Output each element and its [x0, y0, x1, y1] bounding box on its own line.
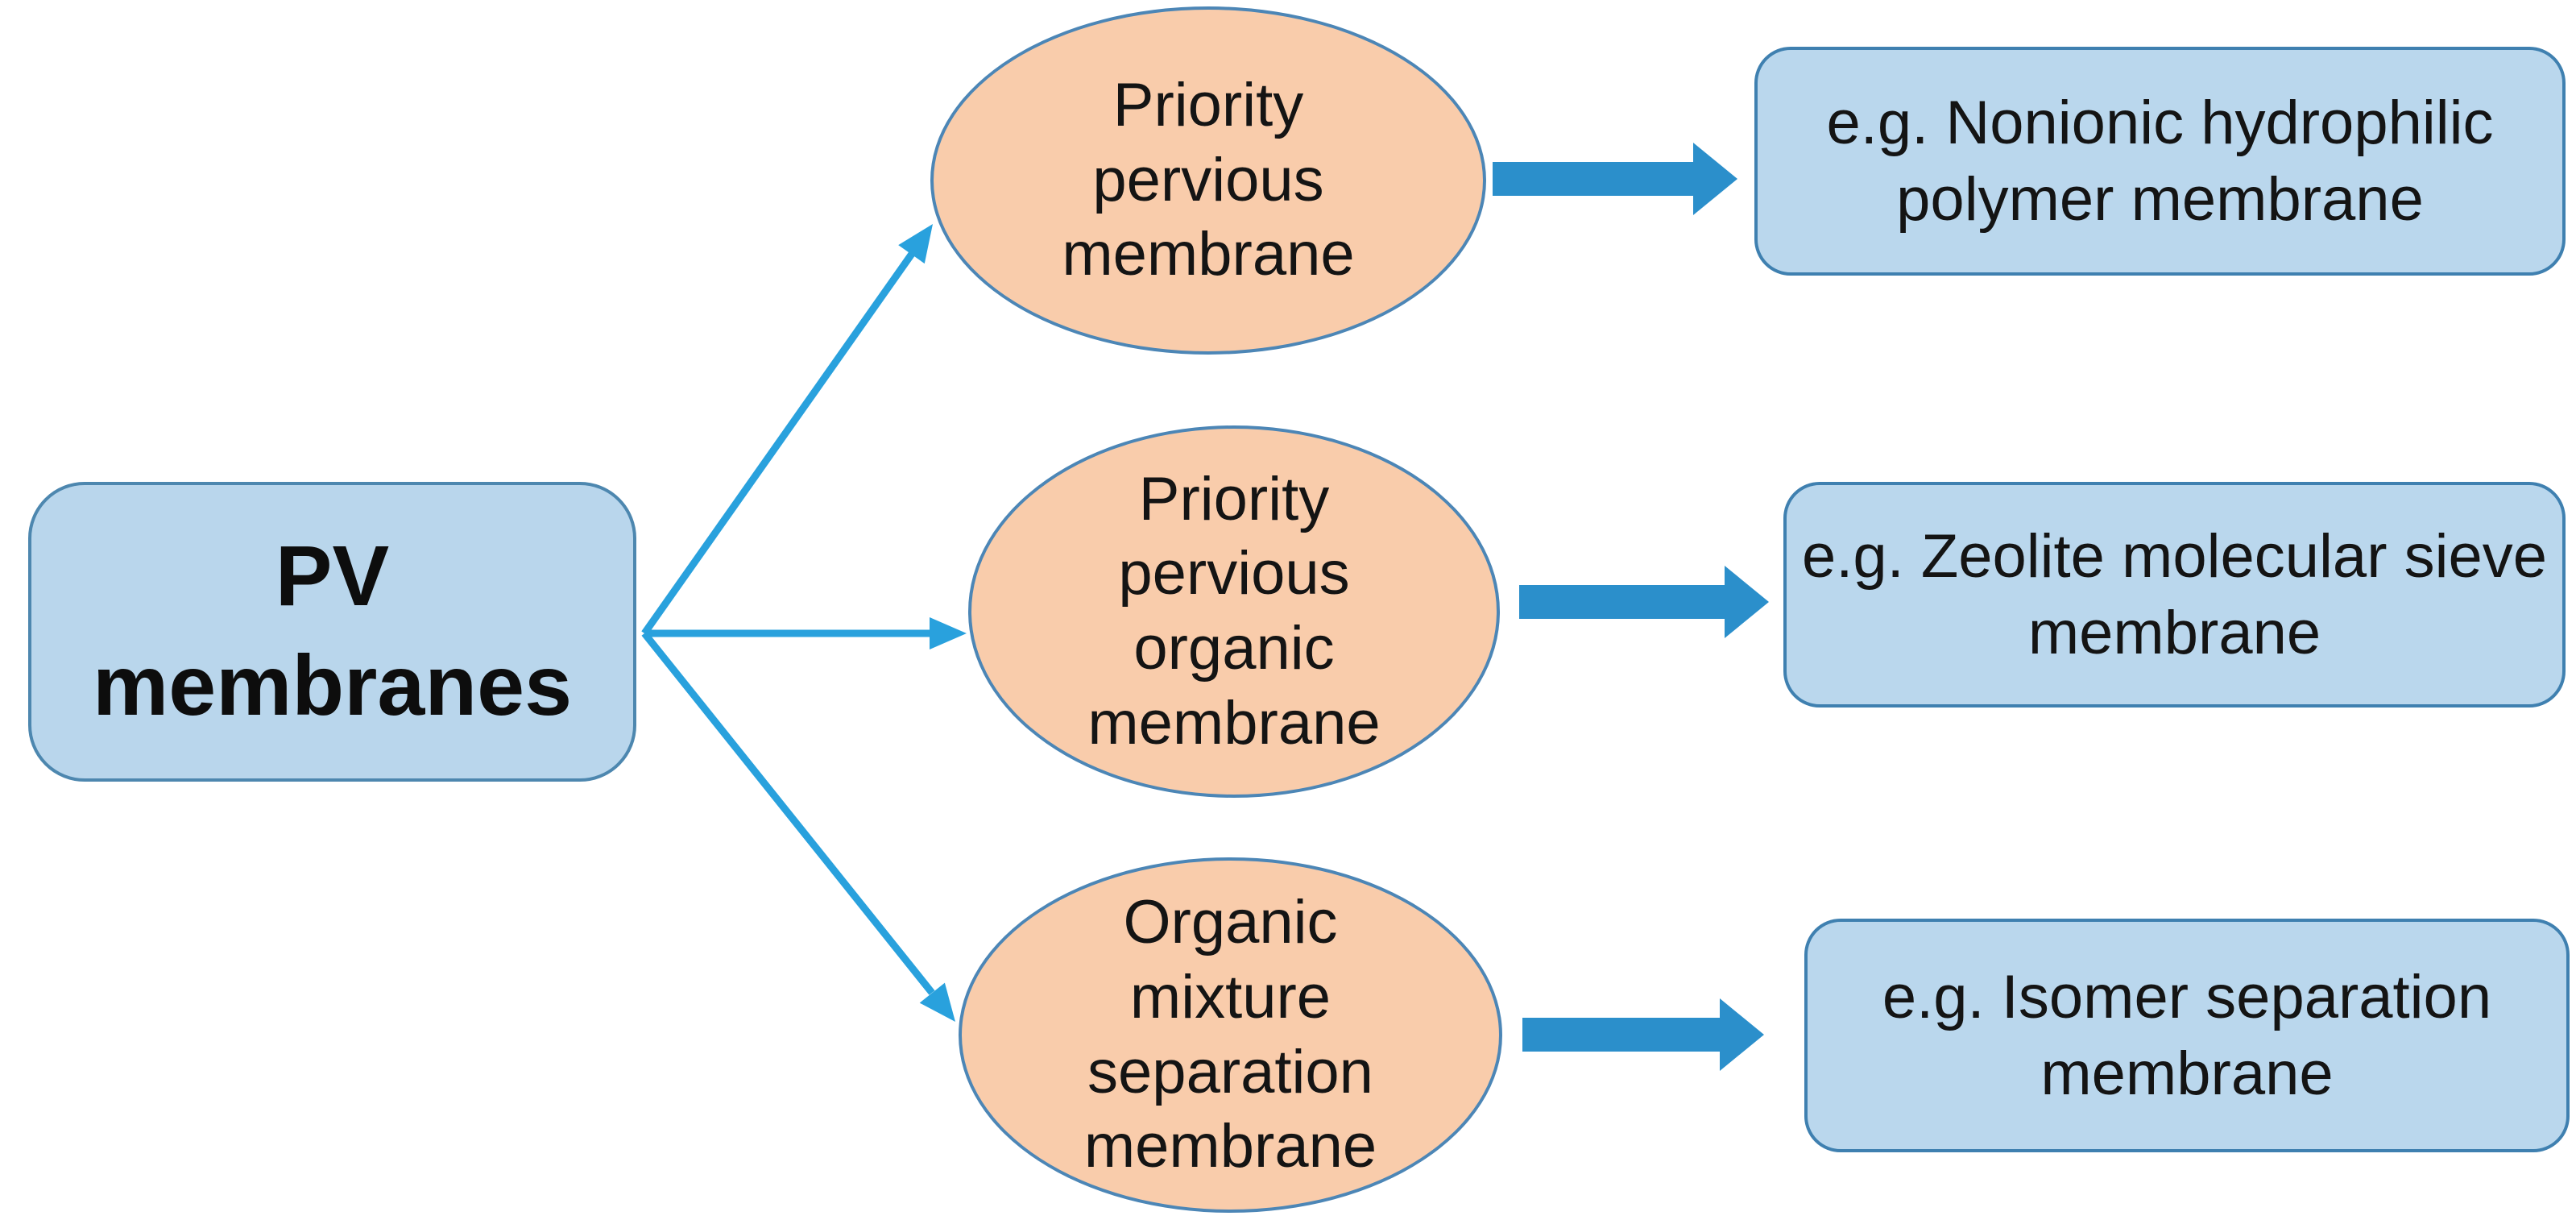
arrow-root-to-category-2 [644, 617, 967, 649]
arrow-category-1-to-example-1 [1493, 143, 1737, 215]
category-node-organic-mixture-separation-membrane: Organic mixture separation membrane [959, 857, 1502, 1213]
category-node-label: Organic mixture separation membrane [1083, 888, 1377, 1181]
example-node-label: e.g. Zeolite molecular sieve membrane [1801, 522, 2548, 667]
category-node-priority-pervious-membrane: Priority pervious membrane [930, 6, 1486, 355]
category-node-priority-pervious-organic-membrane: Priority pervious organic membrane [968, 425, 1500, 798]
example-node-zeolite-molecular-sieve-membrane: e.g. Zeolite molecular sieve membrane [1783, 482, 2566, 708]
example-node-label: e.g. Isomer separation membrane [1882, 963, 2492, 1108]
arrow-root-to-category-1 [641, 224, 933, 636]
example-node-nonionic-hydrophilic-polymer-membrane: e.g. Nonionic hydrophilic polymer membra… [1754, 47, 2566, 276]
example-node-label: e.g. Nonionic hydrophilic polymer membra… [1826, 89, 2494, 234]
arrow-category-2-to-example-2 [1519, 566, 1769, 638]
root-node-label: PV membranes [92, 529, 573, 733]
arrow-root-to-category-3 [641, 631, 955, 1022]
category-node-label: Priority pervious organic membrane [1087, 464, 1381, 757]
example-node-isomer-separation-membrane: e.g. Isomer separation membrane [1804, 919, 2570, 1152]
category-node-label: Priority pervious membrane [1062, 70, 1355, 289]
root-node-pv-membranes: PV membranes [28, 482, 636, 782]
arrow-category-3-to-example-3 [1522, 998, 1764, 1071]
